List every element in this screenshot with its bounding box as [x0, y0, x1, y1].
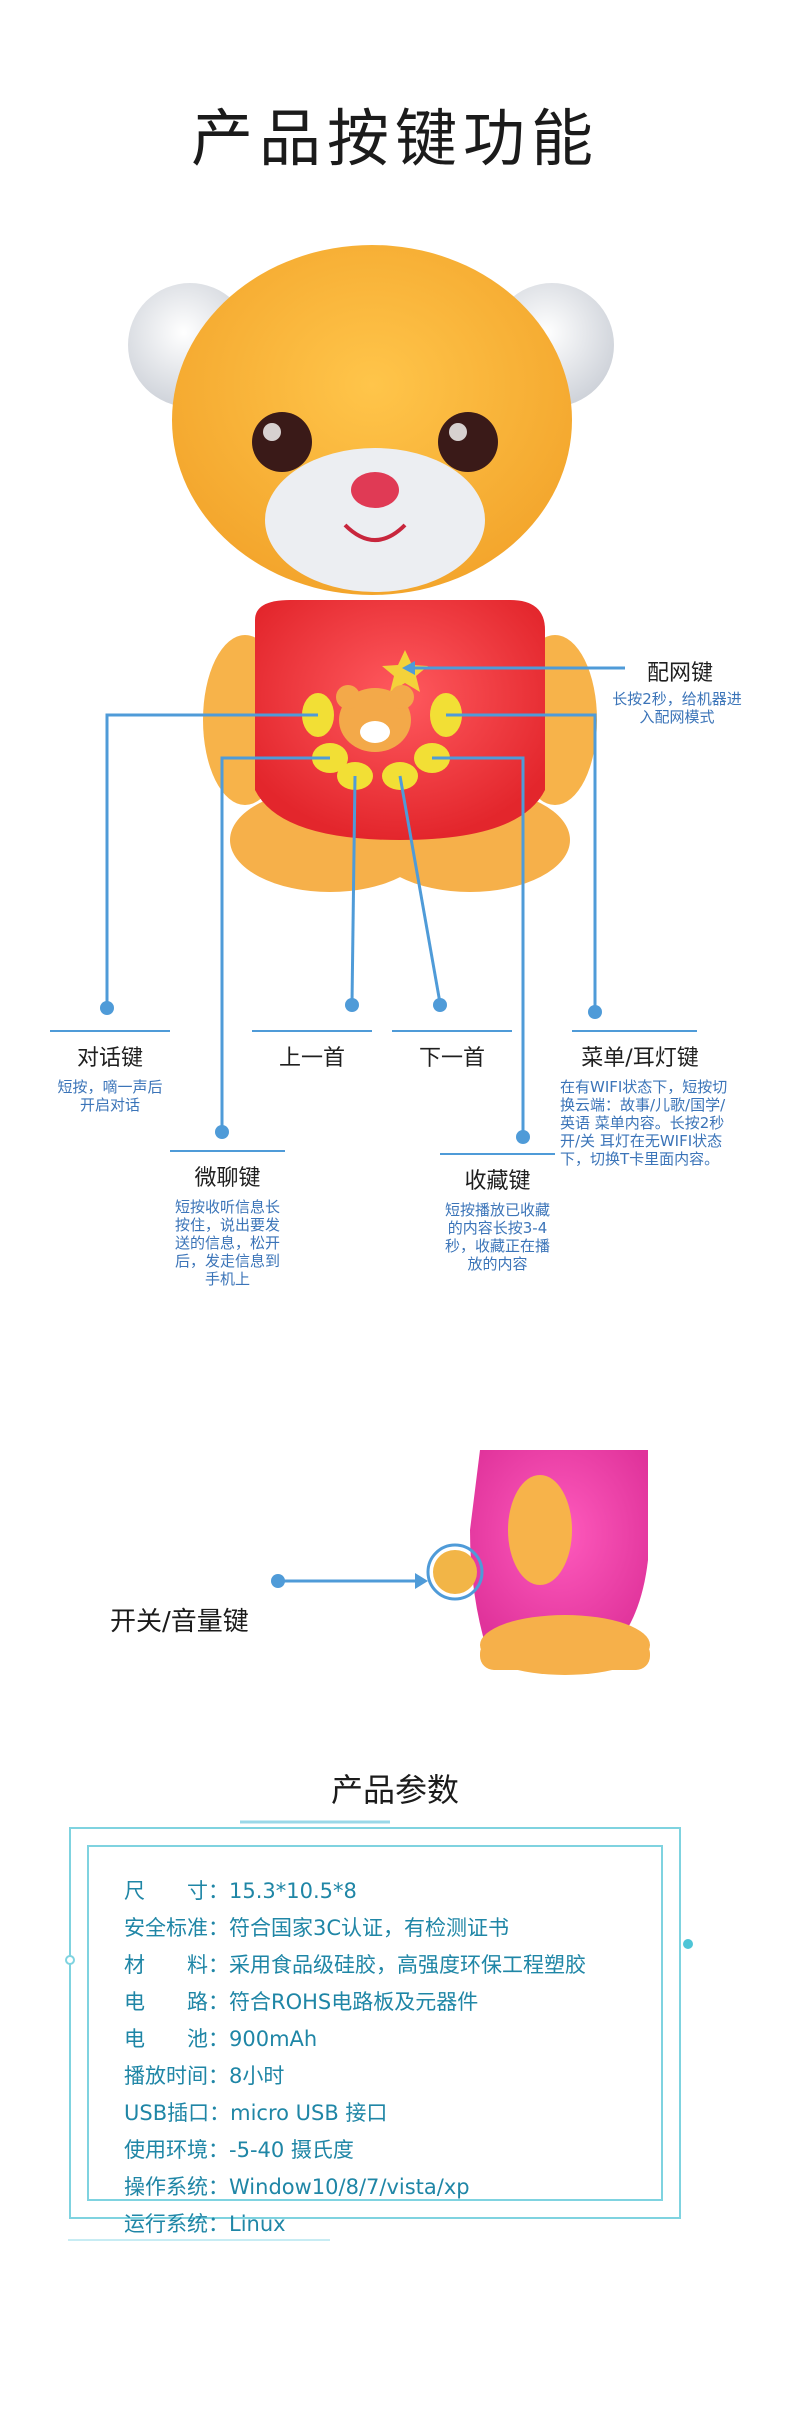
side-view-bear: [426, 1450, 650, 1675]
param-row: 运行系统：Linux: [124, 2212, 286, 2236]
param-row: USB插口：micro USB 接口: [124, 2101, 388, 2125]
favorite-underline: [440, 1153, 555, 1155]
params-frame-accents: [65, 1820, 693, 2241]
callout-lines: [105, 666, 625, 1133]
prev-key-label: 上一首: [278, 1046, 345, 1071]
switch-volume-knob[interactable]: [433, 1550, 477, 1594]
favorite-key-label: 收藏键: [464, 1169, 531, 1194]
param-row: 操作系统：Window10/8/7/vista/xp: [124, 2175, 470, 2199]
switch-volume-label: 开关/音量键: [110, 1607, 249, 1637]
network-star-button[interactable]: [382, 650, 428, 692]
param-row: 尺 寸：15.3*10.5*8: [124, 1879, 357, 1903]
bear-right-eye: [438, 412, 498, 472]
next-underline: [392, 1030, 512, 1032]
menu-key-label: 菜单/耳灯键: [581, 1046, 699, 1071]
param-row: 电 池：900mAh: [124, 2027, 318, 2051]
next-key-label: 下一首: [418, 1046, 485, 1071]
param-row: 电 路：符合ROHS电路板及元器件: [124, 1990, 479, 2014]
switch-callout: [271, 1573, 428, 1589]
bear-nose: [351, 472, 399, 508]
param-row: 使用环境：-5-40 摄氏度: [124, 2138, 354, 2162]
menu-underline: [572, 1030, 697, 1032]
talk-key-desc: 短按，嘀一声后开启对话: [57, 1078, 163, 1114]
bear-muzzle: [265, 448, 485, 592]
prev-underline: [252, 1030, 372, 1032]
wechat-key-label: 微聊键: [194, 1166, 261, 1191]
callout-dots: [100, 661, 602, 1144]
network-key-desc: 长按2秒，给机器进入配网模式: [612, 690, 742, 726]
talk-underline: [50, 1030, 170, 1032]
bear-left-eye: [252, 412, 312, 472]
favorite-key-desc: 短按播放已收藏的内容长按3-4秒，收藏正在播放的内容: [444, 1201, 550, 1273]
param-row: 安全标准：符合国家3C认证，有检测证书: [124, 1916, 510, 1940]
param-row: 材 料：采用食品级硅胶，高强度环保工程塑胶: [124, 1953, 586, 1977]
params-title: 产品参数: [330, 1771, 459, 1809]
network-key-label: 配网键: [646, 661, 713, 686]
page-title: 产品按键功能: [190, 102, 599, 175]
wechat-key-desc: 短按收听信息长按住，说出要发送的信息，松开后，发走信息到手机上: [174, 1198, 280, 1288]
wechat-underline: [170, 1150, 285, 1152]
params-frame: [69, 1827, 681, 2219]
param-row: 播放时间：8小时: [124, 2064, 285, 2088]
menu-key-desc: 在有WIFI状态下，短按切换云端：故事/儿歌/国学/英语 菜单内容。长按2秒 开…: [560, 1078, 728, 1168]
talk-key-label: 对话键: [76, 1046, 143, 1071]
